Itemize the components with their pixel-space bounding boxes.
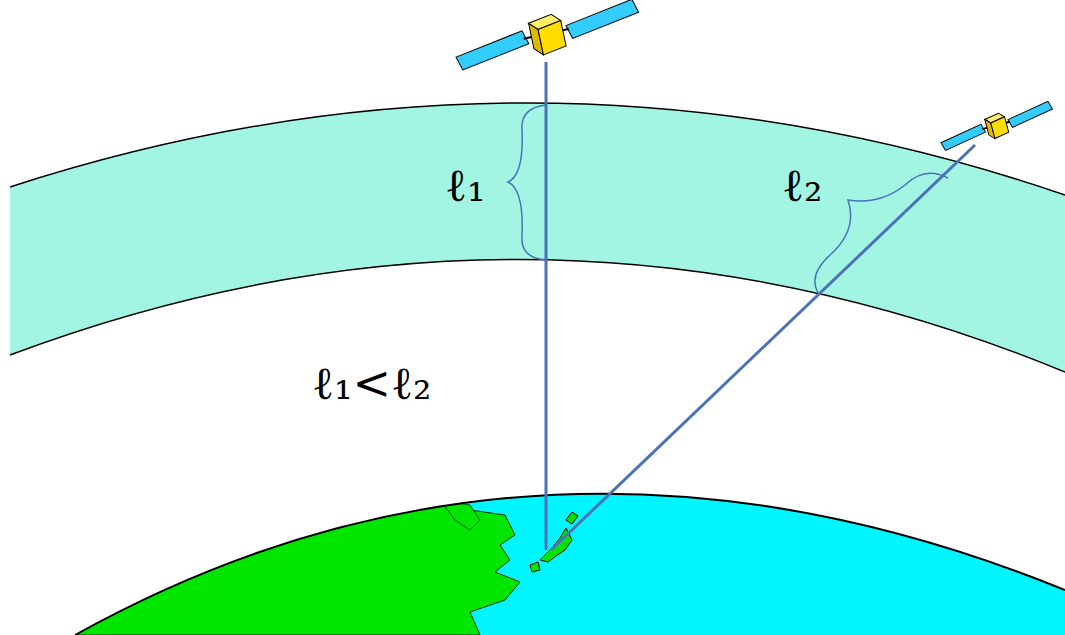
signal-path [545,62,548,550]
comparison-label: ℓ₁<ℓ₂ [312,360,432,406]
atmosphere-band [10,103,1065,372]
length-label: ℓ₂ [782,162,822,208]
japan-north-island [566,512,578,524]
length-label: ℓ₁ [445,162,485,208]
continent-land [60,470,520,635]
peninsula [440,500,480,530]
satellite [451,0,643,73]
band-inner-edge [10,260,1065,372]
band-outer-edge [10,103,1065,195]
satellite [937,99,1056,152]
japan-south-island [530,562,540,572]
earth-edge [75,494,1065,635]
length-brace [508,105,546,260]
length-brace [815,173,948,293]
signal-path [551,145,975,550]
